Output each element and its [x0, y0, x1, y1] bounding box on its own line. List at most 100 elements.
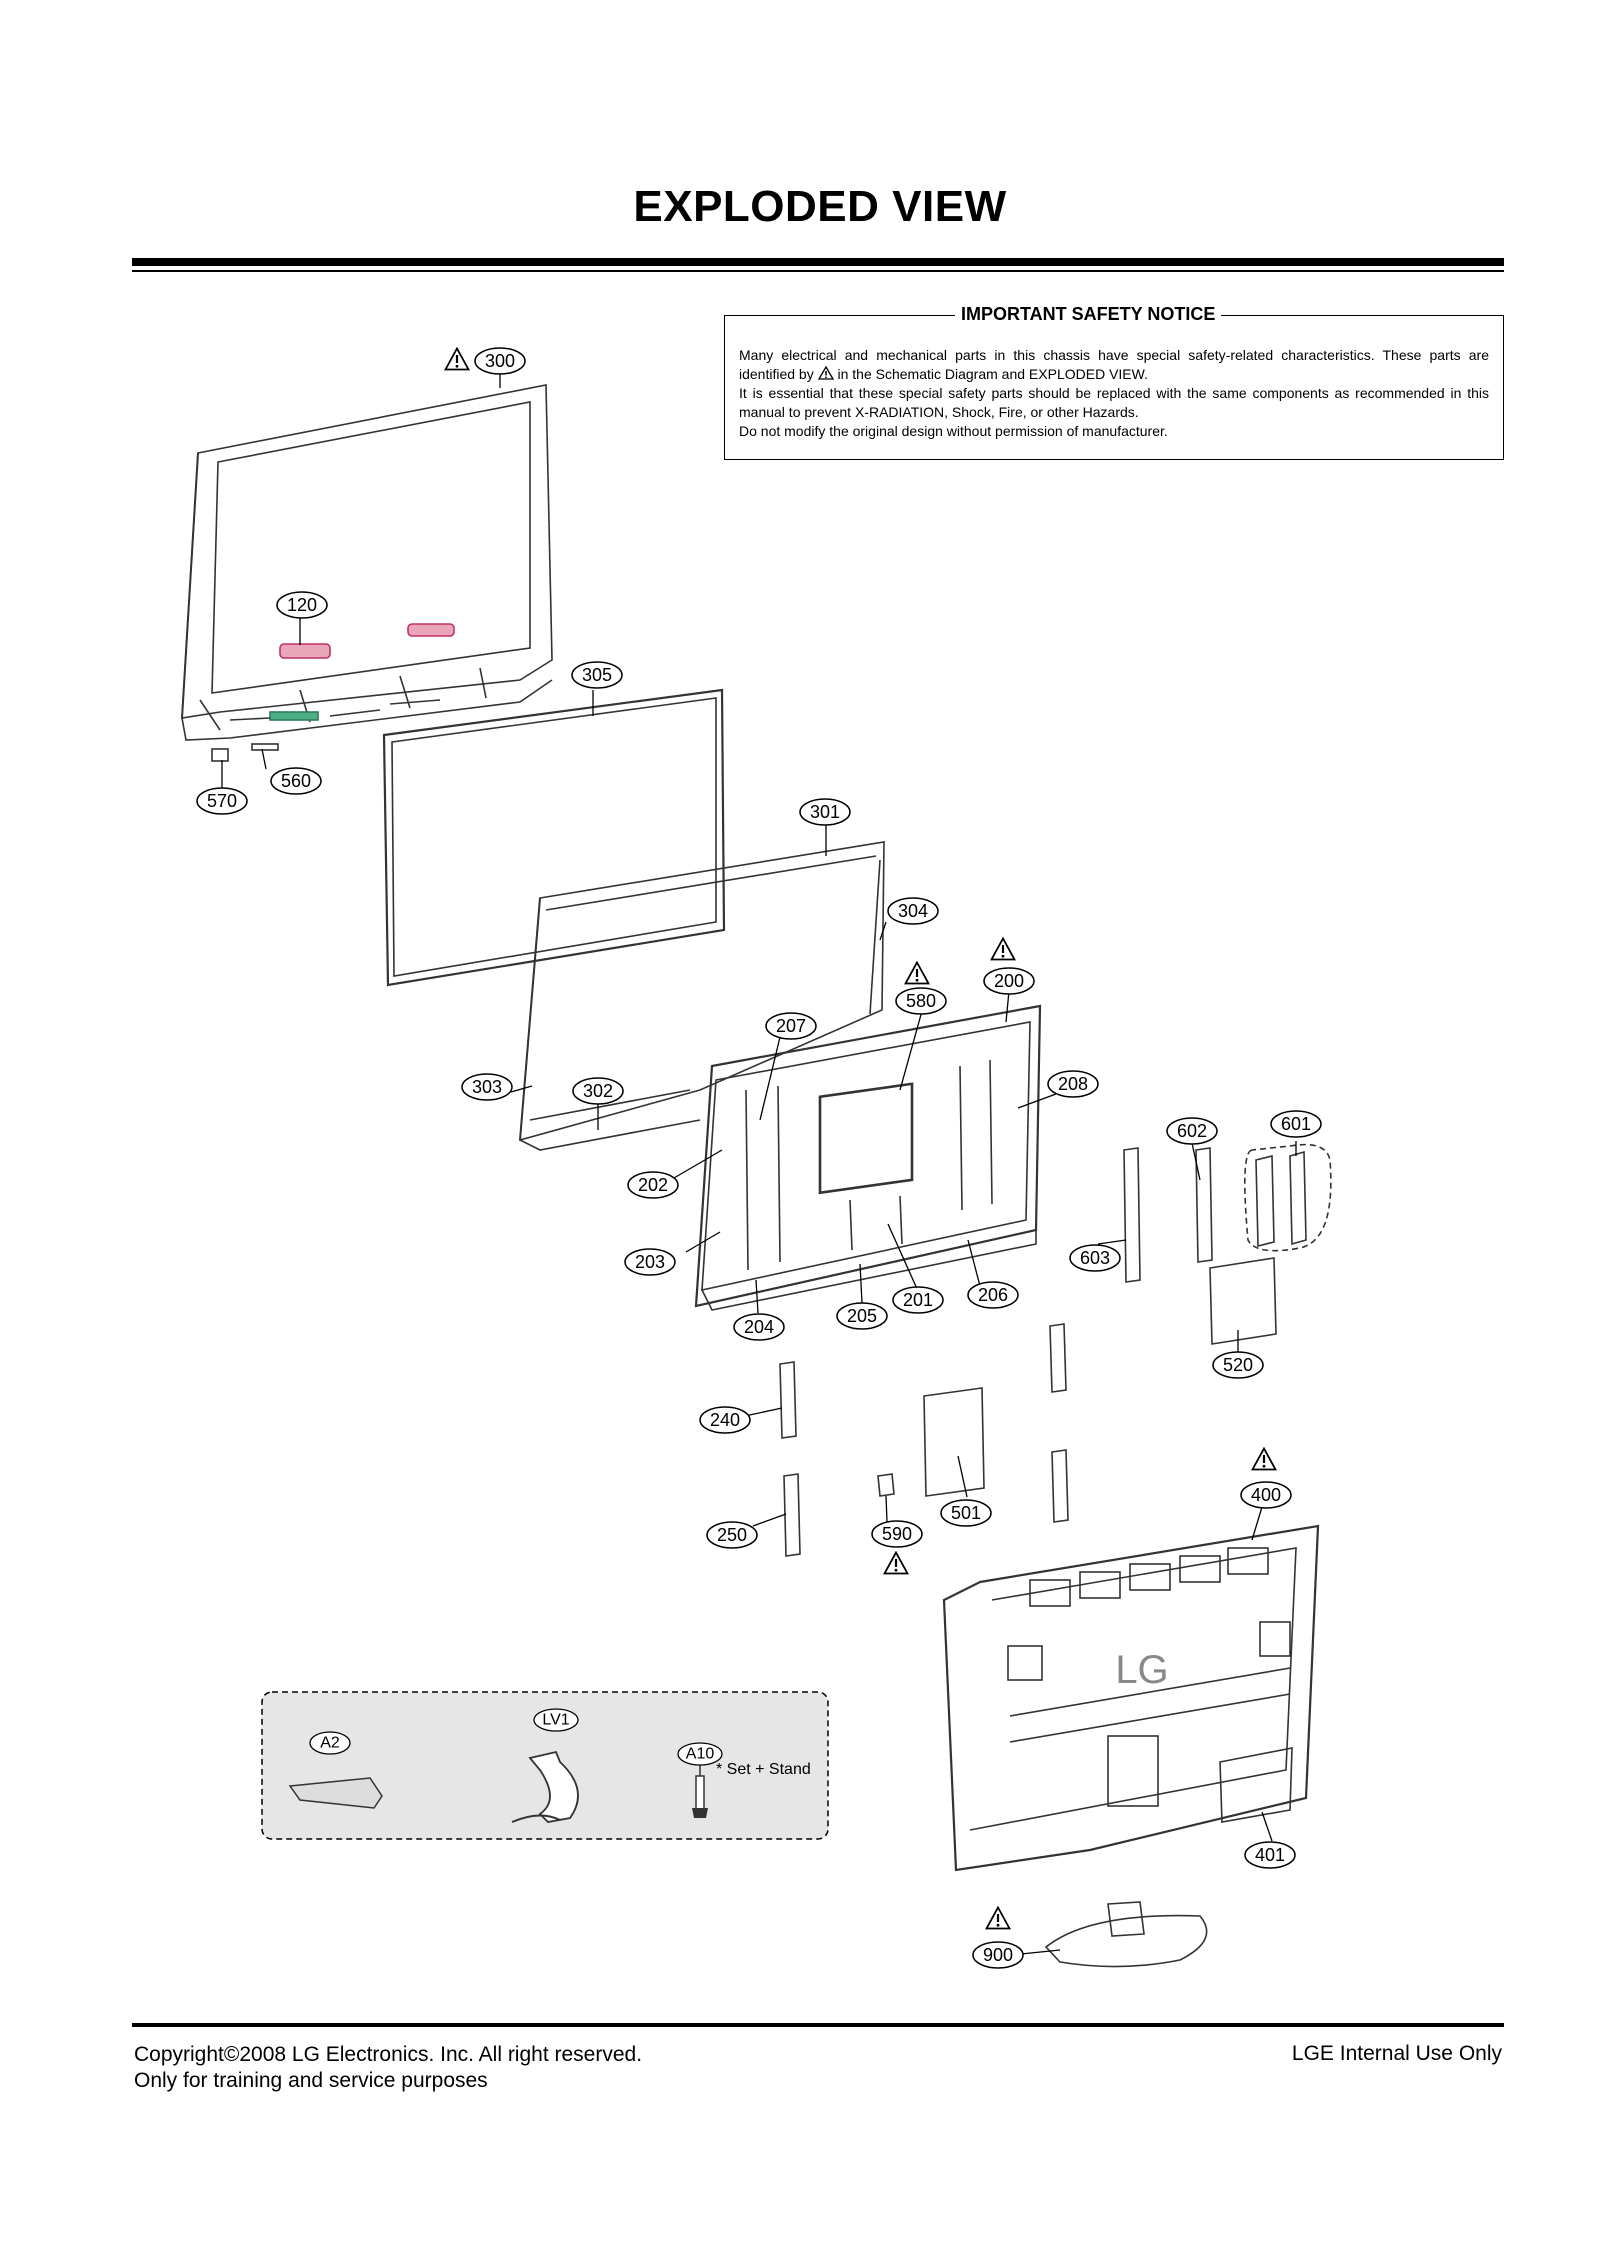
- callout-900: [972, 1941, 1024, 1969]
- cable-accessory: [528, 1750, 579, 1823]
- warning-triangle-icon: [990, 937, 1016, 961]
- glass-filter-part: [382, 688, 726, 987]
- callout-602: [1166, 1117, 1218, 1145]
- callout-570-label: 570: [207, 791, 237, 811]
- callout-303-label: 303: [472, 1077, 502, 1097]
- warning-triangle-icon: [817, 366, 834, 380]
- callout-590-label: 590: [882, 1524, 912, 1544]
- callout-205: [836, 1302, 888, 1330]
- callout-200: [983, 967, 1035, 995]
- callout-206: [967, 1281, 1019, 1309]
- callout-590: [871, 1520, 923, 1548]
- copyright-line-2: Only for training and service purposes: [134, 2069, 488, 2092]
- notice-line-2: It is essential that these special safet…: [739, 385, 1489, 420]
- warning-triangle-icon: [883, 1551, 909, 1575]
- callout-580: [895, 987, 947, 1015]
- notice-line-3: Do not modify the original design withou…: [739, 423, 1168, 439]
- callout-560: [270, 767, 322, 795]
- callout-520-label: 520: [1223, 1355, 1253, 1375]
- callout-120: [276, 591, 328, 619]
- callout-lv1-label: LV1: [542, 1712, 569, 1729]
- notice-line-1: Many electrical and mechanical parts in …: [739, 347, 1489, 382]
- callout-401: [1244, 1841, 1296, 1869]
- footer-rule: [132, 2023, 1504, 2027]
- callout-206-label: 206: [978, 1285, 1008, 1305]
- callout-570: [196, 787, 248, 815]
- title-rule-thick: [132, 258, 1504, 266]
- callout-602-label: 602: [1177, 1121, 1207, 1141]
- callout-601: [1270, 1110, 1322, 1138]
- callout-301-label: 301: [810, 802, 840, 822]
- callout-304-label: 304: [898, 901, 928, 921]
- a10-note: * Set + Stand: [716, 1761, 811, 1778]
- accessories-box: A2 LV1 A10 * Set + Stand: [261, 1691, 829, 1840]
- callout-400-label: 400: [1251, 1485, 1281, 1505]
- notice-line-1b: in the Schematic Diagram and EXPLODED VI…: [837, 366, 1148, 382]
- small-bracket-parts: [211, 743, 279, 762]
- callout-201-label: 201: [903, 1290, 933, 1310]
- title-rule-thin: [132, 270, 1504, 272]
- copyright-notice: Copyright©2008 LG Electronics. Inc. All …: [134, 2042, 642, 2094]
- callout-302: [572, 1077, 624, 1105]
- callout-305-label: 305: [582, 665, 612, 685]
- callout-202: [627, 1171, 679, 1199]
- copyright-line-1: Copyright©2008 LG Electronics. Inc. All …: [134, 2043, 643, 2066]
- callout-250: [706, 1521, 758, 1549]
- callout-203: [624, 1248, 676, 1276]
- internal-use-label: LGE Internal Use Only: [1291, 2042, 1502, 2065]
- callout-202-label: 202: [638, 1175, 668, 1195]
- callout-201: [892, 1286, 944, 1314]
- screw-accessory: [695, 1775, 705, 1811]
- callout-520: [1212, 1351, 1264, 1379]
- safety-notice-box: IMPORTANT SAFETY NOTICE Many electrical …: [724, 304, 1504, 460]
- side-boards-part: [1123, 1143, 1332, 1345]
- callout-a10-label: A10: [686, 1746, 715, 1763]
- callout-240-label: 240: [710, 1410, 740, 1430]
- callout-205-label: 205: [847, 1306, 877, 1326]
- filter-frame-part: [519, 841, 885, 1151]
- callout-204: [733, 1313, 785, 1341]
- callout-250-label: 250: [717, 1525, 747, 1545]
- callout-300-label: 300: [485, 351, 515, 371]
- callout-203-label: 203: [635, 1252, 665, 1272]
- callout-lv1: [533, 1708, 579, 1732]
- callout-208: [1047, 1070, 1099, 1098]
- page-title: EXPLODED VIEW: [633, 182, 1007, 231]
- plasma-panel-part: [694, 1004, 1042, 1311]
- callout-208-label: 208: [1058, 1074, 1088, 1094]
- callout-580-label: 580: [906, 991, 936, 1011]
- callout-603-label: 603: [1080, 1248, 1110, 1268]
- back-cover-part: [942, 1524, 1320, 1872]
- callout-305: [571, 661, 623, 689]
- warning-triangle-icon: [444, 347, 470, 371]
- callout-a2-label: A2: [320, 1735, 340, 1752]
- callout-401-label: 401: [1255, 1845, 1285, 1865]
- callout-302-label: 302: [583, 1081, 613, 1101]
- stand-base-part: [1044, 1901, 1208, 1968]
- callout-300: [474, 347, 526, 375]
- callout-120-label: 120: [287, 595, 317, 615]
- callout-200-label: 200: [994, 971, 1024, 991]
- callout-303: [461, 1073, 513, 1101]
- front-cabinet-part: [181, 384, 553, 741]
- warning-triangle-icon: [904, 961, 930, 985]
- callout-301: [799, 798, 851, 826]
- callout-900-label: 900: [983, 1945, 1013, 1965]
- safety-notice-body: Many electrical and mechanical parts in …: [739, 346, 1489, 441]
- callout-400: [1240, 1481, 1292, 1509]
- callout-207: [765, 1012, 817, 1040]
- callout-560-label: 560: [281, 771, 311, 791]
- stand-brackets-part: [779, 1323, 1069, 1557]
- callout-240: [699, 1406, 751, 1434]
- callout-304: [887, 897, 939, 925]
- callout-601-label: 601: [1281, 1114, 1311, 1134]
- safety-notice-title: IMPORTANT SAFETY NOTICE: [955, 304, 1222, 325]
- warning-triangle-icon: [985, 1906, 1011, 1930]
- callout-a2: [309, 1731, 351, 1755]
- callout-207-label: 207: [776, 1016, 806, 1036]
- warning-triangle-icon: [1251, 1447, 1277, 1471]
- stand-cover-accessory: [288, 1777, 383, 1809]
- callout-603: [1069, 1244, 1121, 1272]
- callout-501-label: 501: [951, 1503, 981, 1523]
